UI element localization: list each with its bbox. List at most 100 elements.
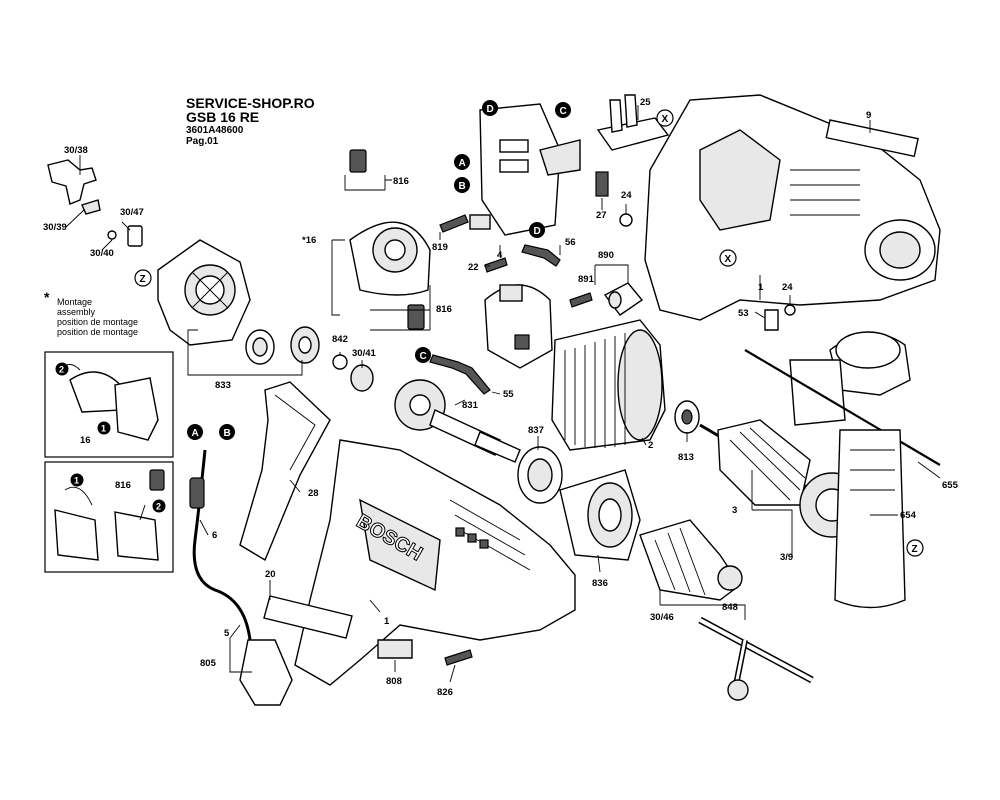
part-brackets-25-27 [595, 94, 670, 227]
label-842: 842 [332, 334, 348, 345]
part-side-handle-654-655 [744, 331, 941, 609]
label-848: 848 [722, 602, 738, 613]
part-wire-connectors [429, 244, 561, 395]
label-816-top: 816 [393, 176, 409, 187]
label-1-housing: 1 [384, 616, 390, 627]
part-brush-holder-16 [349, 149, 431, 330]
part-screws [439, 214, 796, 666]
svg-text:Z: Z [140, 274, 146, 285]
callout-C-mid: C [415, 347, 431, 363]
label-816-mid: 816 [436, 304, 452, 315]
part-bearing-813 [674, 400, 700, 434]
part-chuck-30-46 [639, 519, 743, 601]
part-spindle-831 [394, 379, 521, 463]
page-number: Pag.01 [186, 136, 219, 147]
label-27: 27 [596, 210, 607, 221]
label-831: 831 [462, 400, 479, 411]
note-line-2: assembly [57, 307, 96, 317]
label-25: 25 [640, 97, 651, 108]
label-24-mid: 24 [782, 282, 793, 293]
label-56: 56 [565, 237, 576, 248]
callout-B-top: B [454, 177, 470, 193]
label-813: 813 [678, 452, 694, 463]
label-816-inset: 816 [115, 480, 131, 491]
label-16-inset: 16 [80, 435, 91, 446]
label-890: 890 [598, 250, 614, 261]
part-nameplate-20 [263, 595, 413, 659]
label-6: 6 [212, 530, 217, 541]
label-5: 5 [224, 628, 230, 639]
svg-text:B: B [224, 428, 231, 439]
callout-markers: D C A B D C A B X X Z Z 2 1 1 2 [55, 100, 924, 557]
part-number: 3601A48600 [186, 125, 244, 136]
label-9: 9 [866, 110, 871, 121]
label-891: 891 [578, 274, 595, 285]
label-24-top: 24 [621, 190, 632, 201]
svg-text:A: A [459, 158, 466, 169]
label-20: 20 [265, 569, 276, 580]
note-line-3: position de montage [57, 317, 139, 327]
callout-B-cable: B [219, 424, 235, 440]
label-22: 22 [468, 262, 479, 273]
label-655: 655 [942, 480, 959, 491]
step-1-marker-inset-b: 1 [70, 473, 84, 487]
label-16: *16 [302, 235, 316, 246]
step-1-marker-inset-a: 1 [97, 421, 111, 435]
callout-A-cable: A [187, 424, 203, 440]
part-switch-4 [469, 103, 581, 236]
svg-text:C: C [560, 106, 567, 117]
svg-text:1: 1 [101, 424, 106, 434]
part-number-labels: 30/38 30/39 30/47 30/40 816 *16 816 819 … [43, 97, 959, 698]
svg-text:X: X [662, 114, 669, 125]
svg-text:D: D [534, 226, 541, 237]
label-30-46: 30/46 [650, 612, 674, 623]
part-stator-2 [551, 319, 666, 451]
note-line-4: position de montage [57, 327, 139, 337]
callout-Z-right: Z [906, 539, 924, 557]
part-handle-28 [239, 381, 331, 562]
label-30-38: 30/38 [64, 145, 88, 156]
label-805: 805 [200, 658, 217, 669]
svg-text:C: C [420, 351, 427, 362]
part-housing-cover-833 [157, 239, 320, 365]
part-bearing-890 [603, 282, 644, 316]
label-30-41: 30/41 [352, 348, 376, 359]
callout-Z-left: Z [134, 269, 152, 287]
svg-text:2: 2 [156, 502, 161, 512]
callout-A-top: A [454, 154, 470, 170]
label-30-40: 30/40 [90, 248, 114, 259]
callout-X-mid: X [719, 249, 737, 267]
label-826: 826 [437, 687, 453, 698]
callout-C-top: C [555, 102, 571, 118]
part-ring-837 [517, 446, 563, 504]
part-switch-lever [47, 159, 143, 247]
part-gear-842-30-41 [332, 354, 374, 392]
label-1-right: 1 [758, 282, 764, 293]
inset-panel-brushes [44, 461, 174, 573]
leader-lines [65, 105, 941, 683]
step-2-marker-inset-b: 2 [152, 499, 166, 513]
svg-text:B: B [459, 181, 466, 192]
note-asterisk: * [44, 289, 50, 305]
callout-X-top: X [656, 109, 674, 127]
note-line-1: Montage [57, 297, 93, 307]
label-808: 808 [386, 676, 402, 687]
part-gear-housing-9 [644, 94, 941, 321]
label-4: 4 [497, 250, 503, 261]
callout-D-top: D [482, 100, 498, 116]
model-title: GSB 16 RE [186, 109, 260, 125]
label-2: 2 [648, 440, 653, 451]
callout-D-mid: D [529, 222, 545, 238]
part-main-housing-1: BOSCH [294, 439, 576, 686]
label-3-9: 3/9 [780, 552, 793, 563]
svg-text:A: A [192, 428, 199, 439]
label-28: 28 [308, 488, 319, 499]
shop-title: SERVICE-SHOP.RO [186, 95, 315, 111]
label-55: 55 [503, 389, 514, 400]
part-chuck-key-848 [698, 616, 814, 701]
part-brush-ring [484, 284, 553, 369]
part-cable-5-805 [189, 449, 293, 706]
label-654: 654 [900, 510, 917, 521]
